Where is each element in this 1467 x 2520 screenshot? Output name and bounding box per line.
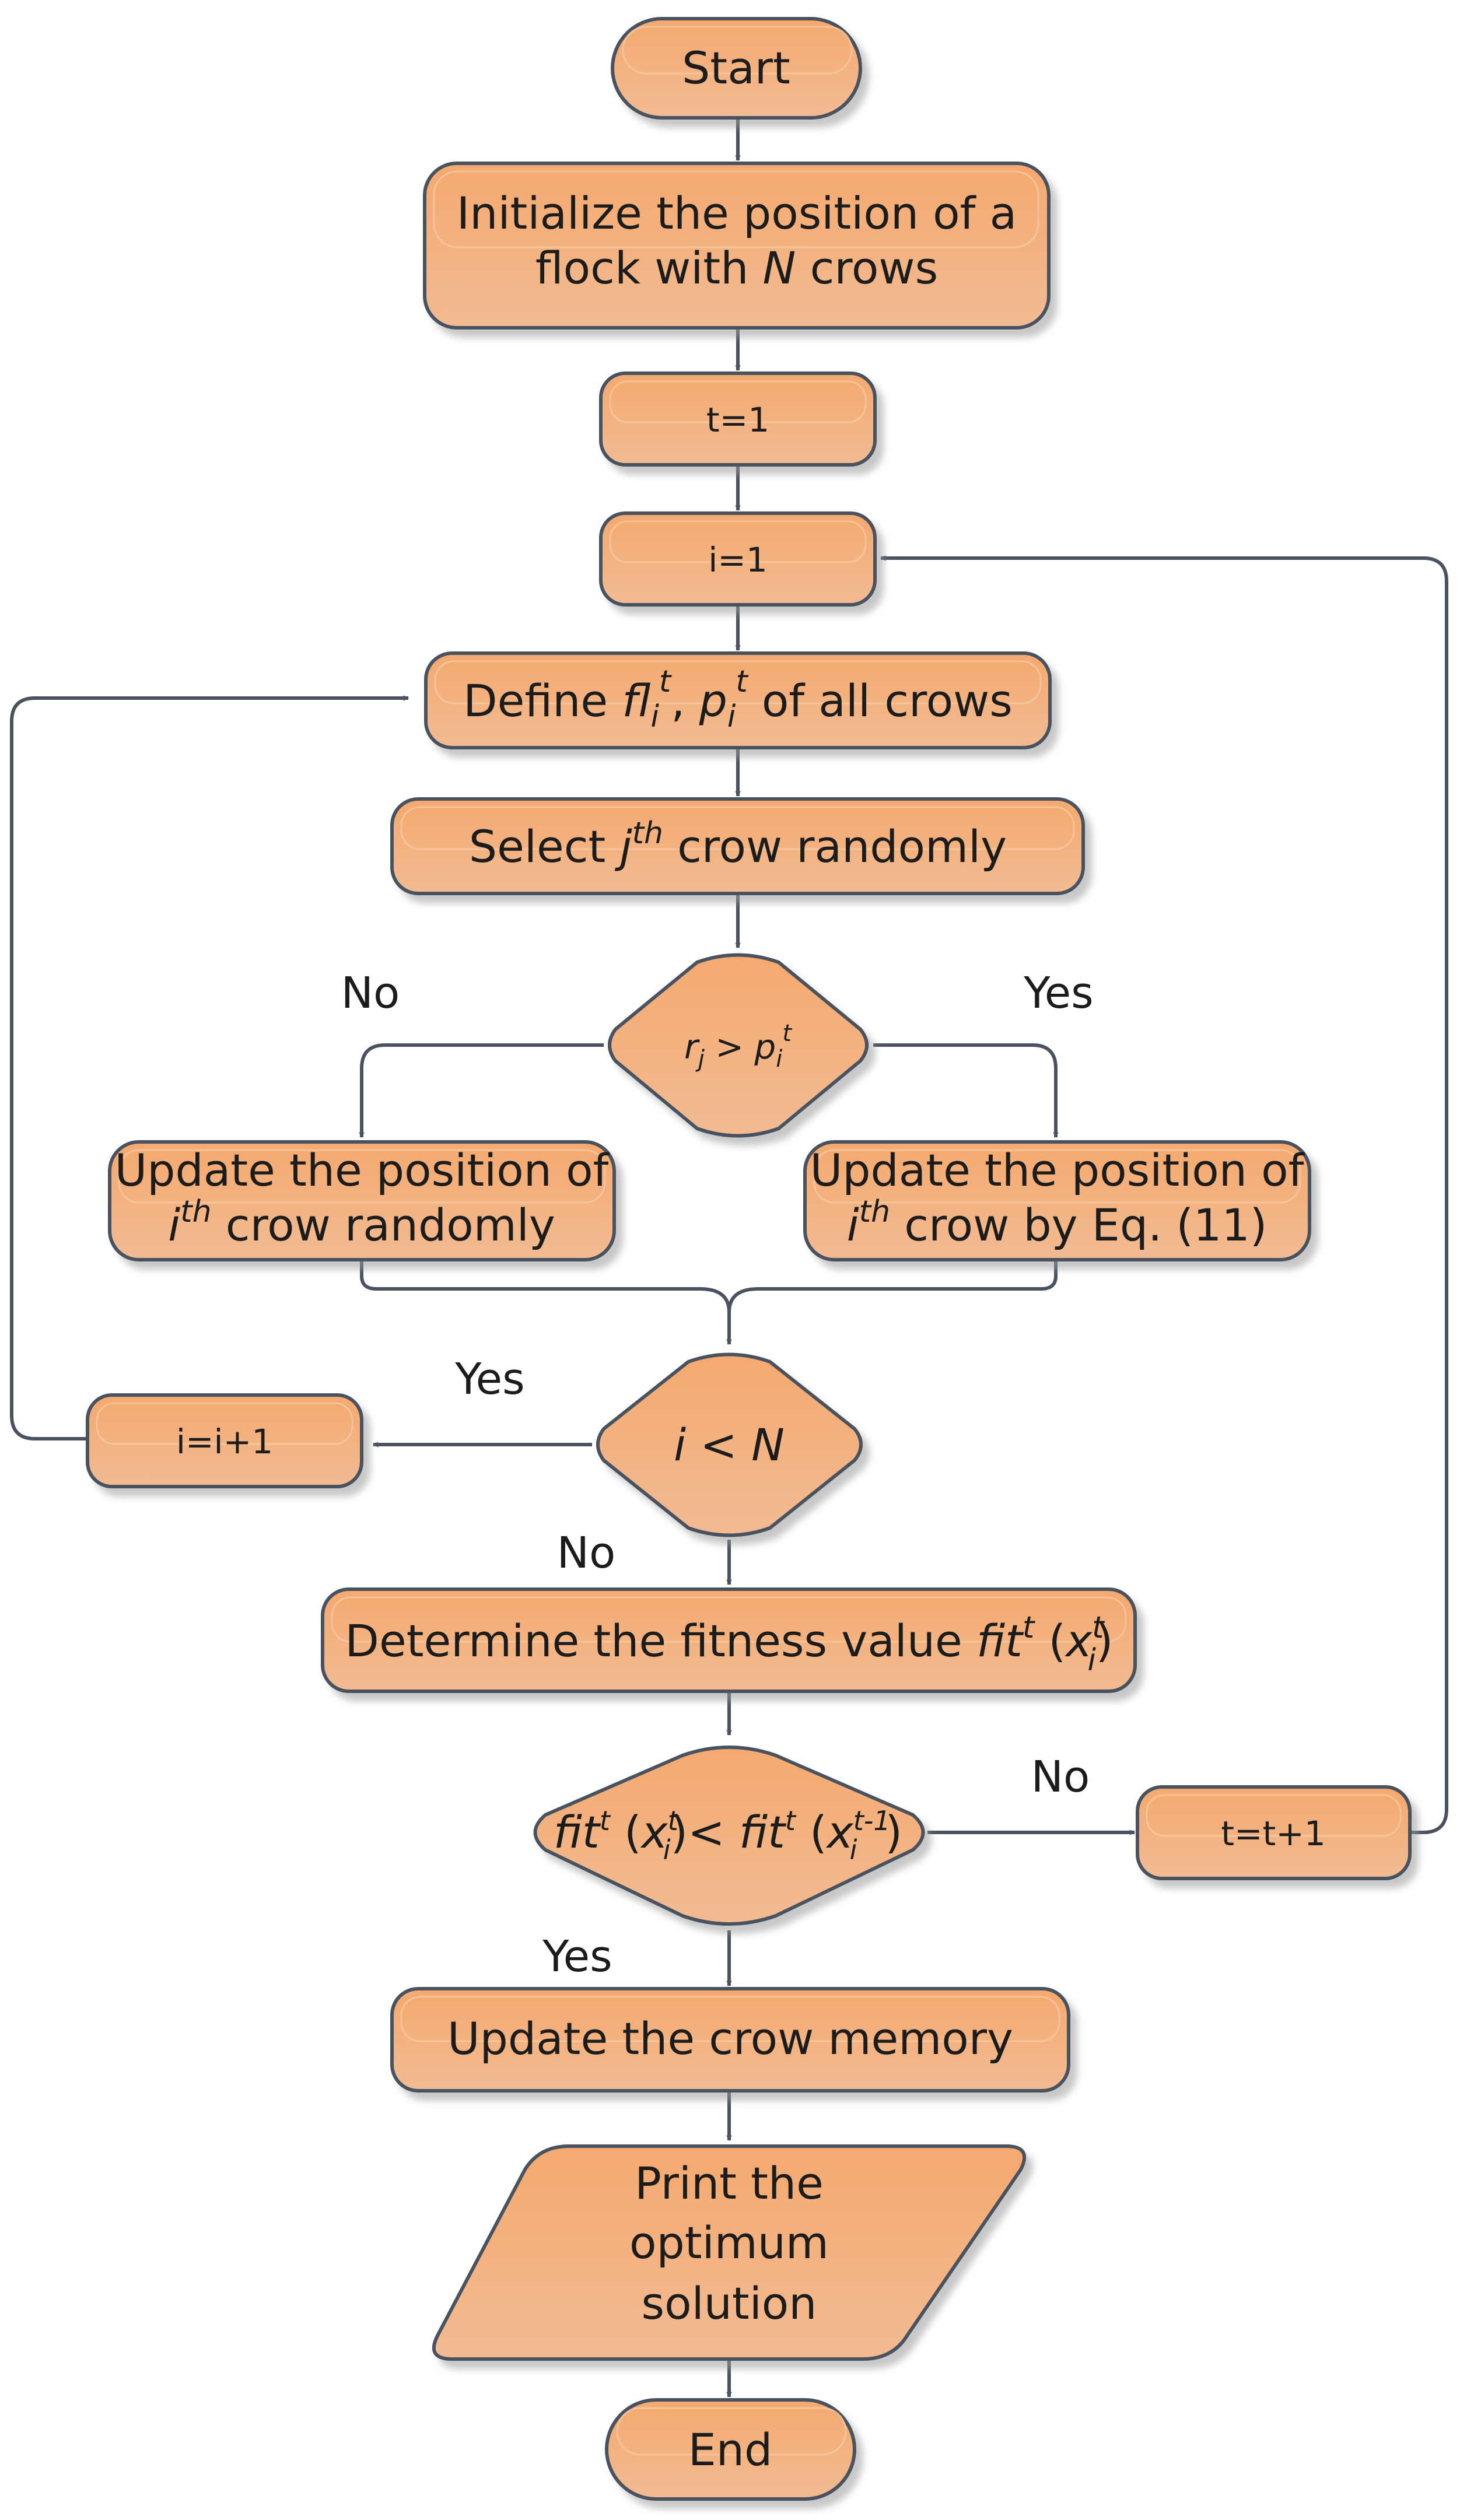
memory-label: Update the crow memory [447, 2013, 1013, 2065]
cond-n-label: i < N [674, 1419, 785, 1471]
increment-i-label: i=i+1 [176, 1422, 273, 1461]
edge-increment-t-loop [880, 555, 1448, 1834]
select-node [390, 797, 1085, 895]
edge-label-cond-r-no: No [341, 968, 400, 1018]
memory-node [390, 1987, 1070, 2093]
update-eq-line1: Update the position of [810, 1144, 1305, 1196]
print-label-line3: solution [642, 2277, 817, 2329]
cond-n-node [596, 1352, 863, 1537]
start-node [611, 17, 862, 120]
init-node [423, 162, 1051, 330]
update-eq-line2: ith crow by Eq. (11) [847, 1194, 1268, 1251]
start-label: Start [682, 42, 790, 94]
select-label: Select jth crow randomly [469, 816, 1007, 872]
i-init-node [599, 511, 877, 607]
update-eq-node [803, 1140, 1311, 1261]
init-label-line1: Initialize the position of a [457, 187, 1017, 239]
init-label-line2: flock with N crows [535, 242, 938, 294]
increment-i-node [86, 1393, 363, 1488]
edge-label-cond-r-yes: Yes [1023, 968, 1093, 1018]
t-init-node [599, 371, 877, 467]
cond-r-label: rj > pit [684, 1020, 792, 1073]
cond-r-node [608, 953, 869, 1138]
i-init-label: i=1 [708, 540, 768, 580]
end-node [605, 2398, 856, 2501]
increment-t-label: t=t+1 [1221, 1814, 1326, 1853]
edges [10, 118, 1448, 2398]
end-label: End [688, 2424, 772, 2476]
edge-increment-i-loop [10, 695, 409, 1440]
edge-cond-r-no [359, 1043, 604, 1138]
print-label-line1: Print the [635, 2157, 824, 2209]
fitness-node [321, 1587, 1137, 1693]
edge-merge-left [360, 1261, 731, 1344]
edge-label-cond-fit-no: No [1031, 1752, 1090, 1802]
edge-label-cond-n-no: No [557, 1528, 616, 1578]
edge-label-cond-fit-yes: Yes [542, 1932, 612, 1982]
update-random-line2: ith crow randomly [168, 1194, 555, 1251]
edge-merge-right [726, 1261, 1058, 1345]
update-random-node [108, 1140, 616, 1261]
increment-t-node [1136, 1785, 1412, 1880]
define-label: Define flit, pit of all crows [463, 664, 1013, 734]
print-node [432, 2144, 1027, 2361]
print-label-line2: optimum [629, 2217, 829, 2269]
cond-fit-node [533, 1746, 925, 1926]
edge-cond-r-yes [873, 1043, 1059, 1138]
edge-label-cond-n-yes: Yes [454, 1354, 524, 1404]
t-init-label: t=1 [706, 400, 769, 440]
update-random-line1: Update the position of [115, 1144, 610, 1196]
define-node [424, 651, 1052, 749]
